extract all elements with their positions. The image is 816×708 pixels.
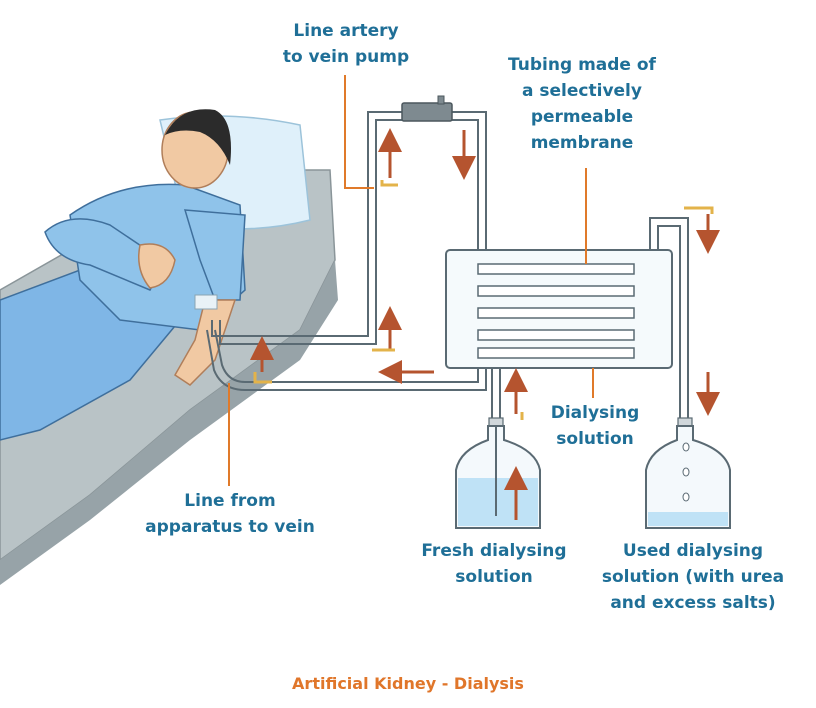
- used-solution-label-line3: and excess salts): [610, 593, 776, 613]
- dialysing-solution-label: Dialysing solution: [530, 400, 660, 452]
- membrane-label-line2: a selectively: [522, 81, 642, 101]
- dialysing-solution-label-line2: solution: [556, 429, 634, 449]
- fresh-solution-label-line2: solution: [455, 567, 533, 587]
- fresh-solution-label: Fresh dialysing solution: [406, 538, 582, 590]
- leader-lines: [228, 75, 594, 486]
- diagram-caption: Artificial Kidney - Dialysis: [292, 674, 524, 693]
- flow-arrow-icon: [250, 128, 720, 520]
- membrane-label-line1: Tubing made of: [508, 55, 656, 75]
- used-solution-label-line2: solution (with urea: [601, 567, 785, 587]
- return-line-label: Line from apparatus to vein: [120, 488, 340, 540]
- used-solution-label-line1: Used dialysing: [622, 541, 764, 561]
- pump-icon: [401, 95, 453, 122]
- flow-arrow-shadow: [253, 180, 714, 420]
- used-solution-label: Used dialysing solution (with urea and e…: [582, 538, 804, 616]
- membrane-label: Tubing made of a selectively permeable m…: [484, 52, 680, 156]
- return-line-label-line1: Line from: [184, 491, 276, 511]
- dialysing-solution-label-line1: Dialysing: [550, 403, 640, 423]
- fresh-solution-label-line1: Fresh dialysing: [421, 541, 567, 561]
- fresh-solution-bottle-icon: [455, 417, 541, 529]
- tubing: [206, 111, 689, 420]
- used-solution-bottle-icon: [645, 417, 731, 529]
- patient-figure: [0, 109, 246, 441]
- pump-line-label: Line artery to vein pump: [258, 18, 434, 70]
- membrane-label-line4: membrane: [530, 133, 634, 153]
- dialyser-icon: [445, 249, 673, 369]
- pump-line-label-line2: to vein pump: [282, 47, 410, 67]
- return-line-label-line2: apparatus to vein: [145, 517, 315, 537]
- membrane-label-line3: permeable: [530, 107, 634, 127]
- pump-line-label-line1: Line artery: [293, 21, 399, 41]
